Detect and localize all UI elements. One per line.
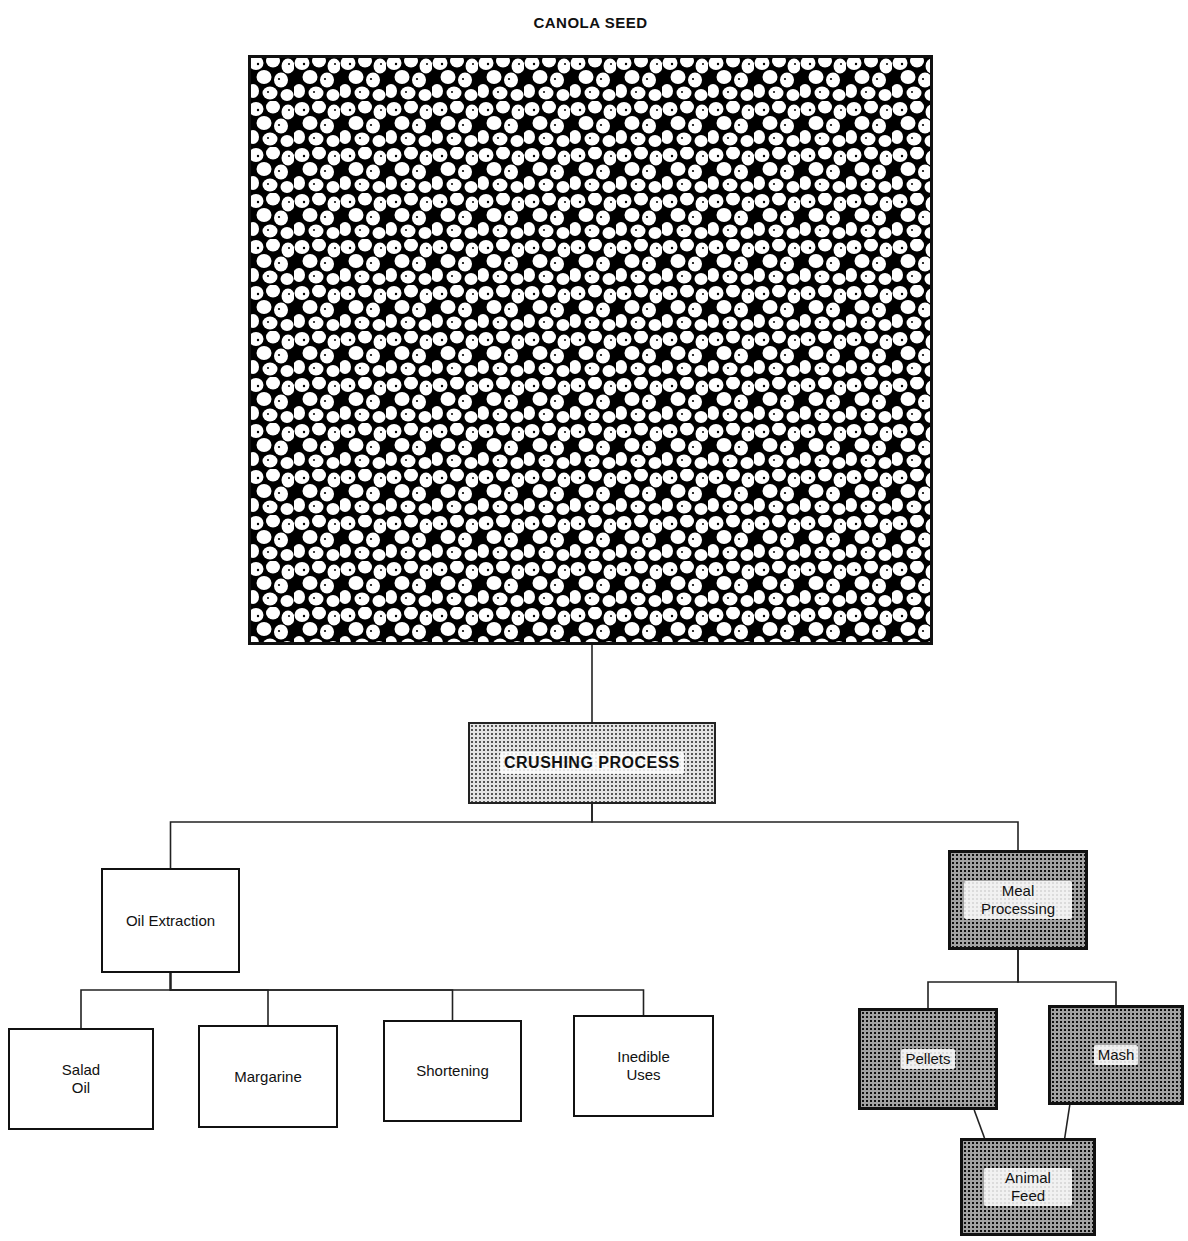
box-label: Inedible Uses	[604, 1048, 684, 1084]
connector-line	[171, 973, 269, 1025]
product-box: Inedible Uses	[573, 1015, 714, 1117]
seed-texture	[248, 55, 933, 645]
connector-line	[171, 973, 453, 1020]
connector-line	[171, 973, 644, 1015]
seed-illustration	[248, 55, 933, 645]
box-label: Margarine	[234, 1068, 302, 1086]
connector-line	[1065, 1105, 1070, 1138]
connector-line	[592, 804, 1018, 850]
process-box: CRUSHING PROCESS	[468, 722, 716, 804]
connector-line	[171, 804, 593, 868]
box-label: Mash	[1094, 1045, 1139, 1065]
connector-line	[974, 1110, 984, 1138]
box-label: Salad Oil	[51, 1061, 111, 1097]
product-box: Animal Feed	[960, 1138, 1096, 1236]
box-label: Animal Feed	[984, 1168, 1072, 1206]
box-label: Pellets	[901, 1049, 954, 1069]
seed-image-box: CANOLA SEED	[248, 55, 933, 645]
box-label: CRUSHING PROCESS	[500, 752, 684, 773]
process-box: Meal Processing	[948, 850, 1088, 950]
product-box: Shortening	[383, 1020, 522, 1122]
box-label: Meal Processing	[964, 881, 1072, 919]
product-box: Margarine	[198, 1025, 338, 1128]
box-label: Shortening	[416, 1062, 489, 1080]
product-box: Salad Oil	[8, 1028, 154, 1130]
product-box: Pellets	[858, 1008, 998, 1110]
process-box: Oil Extraction	[101, 868, 240, 973]
heading: CANOLA SEED	[251, 14, 930, 32]
product-box: Mash	[1048, 1005, 1184, 1105]
connector-line	[591, 645, 593, 722]
connector-line	[81, 973, 171, 1028]
box-label: Oil Extraction	[126, 912, 215, 930]
connector-line	[928, 950, 1018, 1008]
connector-line	[1018, 950, 1116, 1005]
